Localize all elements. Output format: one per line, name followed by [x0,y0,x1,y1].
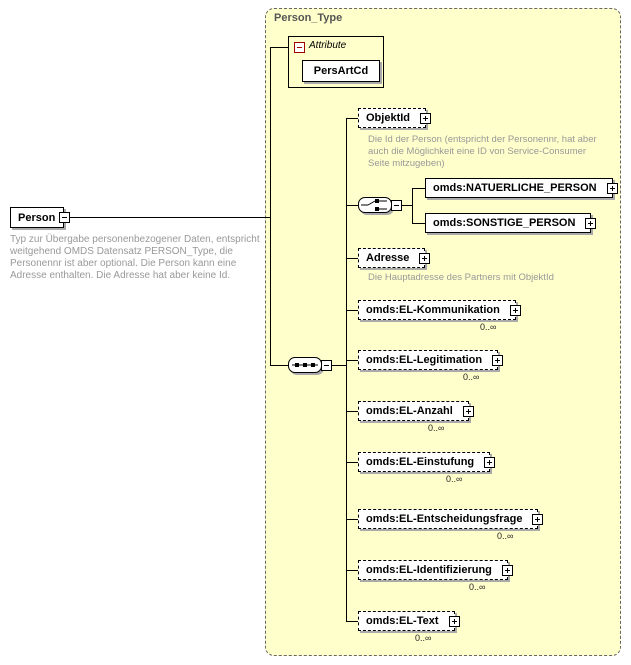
annotation-line: Die Hauptadresse des Partners mit Objekt… [368,272,554,283]
connector [346,570,358,571]
element-sonstige-person[interactable]: omds:SONSTIGE_PERSON [425,213,597,233]
connector [270,365,288,366]
collapse-icon[interactable] [59,212,70,223]
attribute-collapse-icon[interactable] [294,42,305,53]
expand-icon[interactable] [448,615,460,627]
expand-icon[interactable] [484,456,496,468]
element-label: omds:EL-Entscheidungsfrage [366,513,523,525]
connector [331,365,346,366]
expand-icon[interactable] [532,513,544,525]
element-objektid-annotation: Die Id der Person (entspricht der Person… [368,134,597,170]
element-el-anzahl[interactable]: omds:EL-Anzahl [358,401,474,421]
attribute-persartcd-label: PersArtCd [313,65,369,77]
connector [346,310,358,311]
connector [346,118,347,621]
connector [412,188,413,223]
container-title: Person_Type [274,12,343,24]
expand-icon[interactable] [501,564,513,576]
element-el-identifizierung[interactable]: omds:EL-Identifizierung [358,560,513,580]
element-label: ObjektId [366,112,411,124]
element-el-text[interactable]: omds:EL-Text [358,611,460,631]
expand-icon[interactable] [606,182,618,194]
element-natuerliche-person[interactable]: omds:NATUERLICHE_PERSON [425,178,618,198]
annotation-line: Adresse enthalten. Die Adresse hat aber … [10,270,231,281]
connector [346,519,358,520]
element-label: omds:EL-Legitimation [366,354,483,366]
expand-icon[interactable] [492,354,504,366]
annotation-line: Seite mitzugeben) [368,158,445,169]
element-label: omds:EL-Text [366,615,439,627]
cardinality-label: 0..∞ [446,474,463,484]
connector [70,217,270,218]
connector [400,205,412,206]
element-adresse[interactable]: Adresse [358,248,431,268]
annotation-line: auch die Möglichkeit eine ID von Service… [368,146,587,157]
element-el-kommunikation[interactable]: omds:EL-Kommunikation [358,300,521,320]
element-label: omds:EL-Einstufung [366,456,475,468]
connector [270,47,288,48]
attribute-persartcd[interactable]: PersArtCd [302,60,380,82]
element-person-annotation: Typ zur Übergabe personenbezogener Daten… [10,234,260,282]
annotation-line: weitgehend OMDS Datensatz PERSON_Type, d… [10,246,233,257]
person-type-container [265,8,621,656]
element-adresse-annotation: Die Hauptadresse des Partners mit Objekt… [368,272,554,284]
annotation-line: Die Id der Person (entspricht der Person… [368,134,597,145]
cardinality-label: 0..∞ [480,322,497,332]
element-el-einstufung[interactable]: omds:EL-Einstufung [358,452,496,472]
connector [270,47,271,365]
element-label: omds:SONSTIGE_PERSON [433,217,576,229]
connector [412,188,425,189]
attribute-frame-label: Attribute [309,40,347,51]
element-el-entscheidungsfrage[interactable]: omds:EL-Entscheidungsfrage [358,509,544,529]
connector [346,205,358,206]
expand-icon[interactable] [509,304,521,316]
collapse-icon[interactable] [321,360,332,371]
element-person[interactable]: Person [10,207,64,228]
connector [346,258,358,259]
sequence-glyph [292,363,318,367]
element-label: omds:NATUERLICHE_PERSON [433,182,597,194]
connector [346,360,358,361]
cardinality-label: 0..∞ [497,531,514,541]
element-label: omds:EL-Identifizierung [366,564,492,576]
attribute-frame: Attribute [288,36,384,88]
sequence-icon[interactable] [288,357,322,373]
element-el-legitimation[interactable]: omds:EL-Legitimation [358,350,504,370]
element-objektid[interactable]: ObjektId [358,108,432,128]
element-label: omds:EL-Kommunikation [366,304,500,316]
choice-icon[interactable] [358,197,392,213]
connector [346,118,358,119]
cardinality-label: 0..∞ [463,372,480,382]
choice-glyph [361,199,387,211]
cardinality-label: 0..∞ [415,633,432,643]
element-label: omds:EL-Anzahl [366,405,453,417]
element-label: Adresse [366,252,410,264]
annotation-line: Typ zur Übergabe personenbezogener Daten… [10,234,260,245]
expand-icon[interactable] [585,217,597,229]
annotation-line: Personennr ist aber optional. Die Person… [10,258,237,269]
connector [346,411,358,412]
element-person-label: Person [18,211,56,224]
connector [412,223,425,224]
expand-icon[interactable] [419,252,431,264]
collapse-icon[interactable] [391,200,402,211]
expand-icon[interactable] [462,405,474,417]
cardinality-label: 0..∞ [469,582,486,592]
connector [346,621,358,622]
cardinality-label: 0..∞ [428,423,445,433]
connector [346,462,358,463]
expand-icon[interactable] [420,112,432,124]
